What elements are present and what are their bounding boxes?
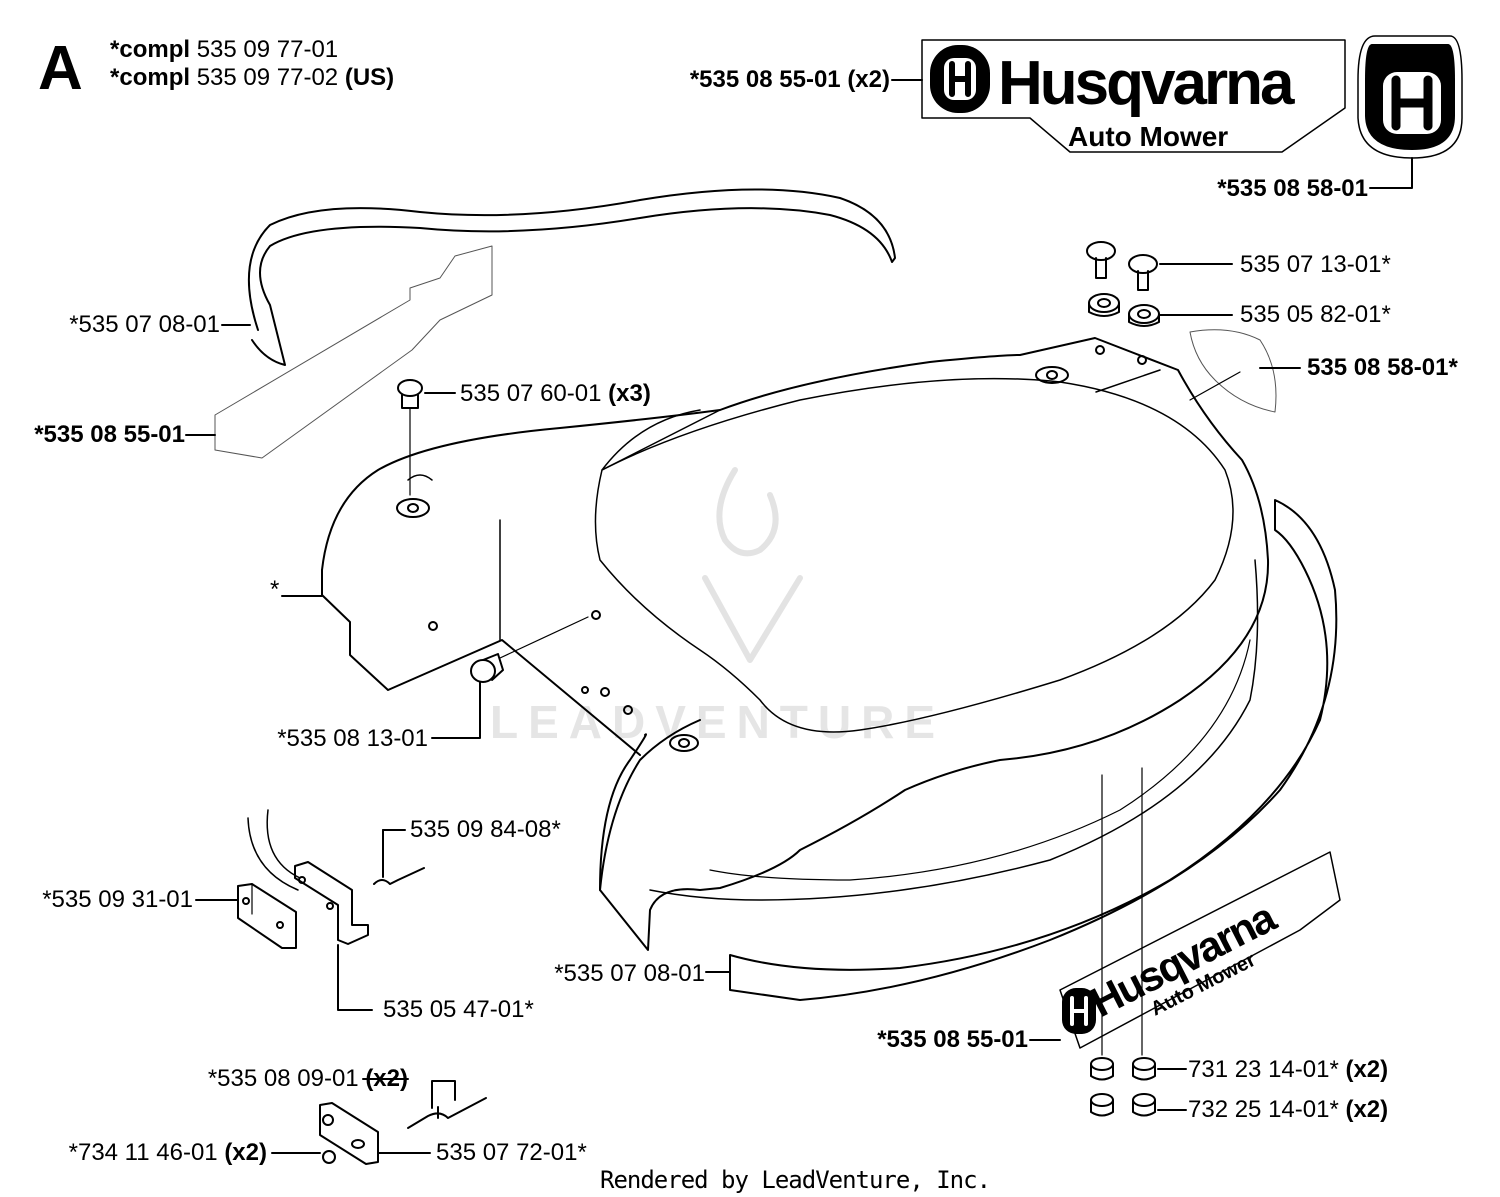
part-label-nut-1[interactable]: 731 23 14-01* (x2) — [1188, 1056, 1389, 1083]
decal-left-shape — [214, 245, 493, 459]
part-label-decal-left[interactable]: *535 08 55-01 — [34, 421, 185, 448]
part-label-knob[interactable]: 535 07 13-01* — [1240, 251, 1391, 278]
plug-shape — [431, 616, 589, 739]
compl-line: *compl 535 09 77-01 — [110, 36, 339, 63]
part-label-rivet[interactable]: 535 07 72-01* — [436, 1139, 587, 1166]
part-label-screw[interactable]: 535 07 60-01 (x3) — [460, 380, 651, 407]
part-label-pin[interactable]: 535 09 84-08* — [410, 816, 561, 843]
part-label-bracket[interactable]: *535 09 31-01 — [42, 886, 193, 913]
watermark-text: LEADVENTURE — [490, 696, 946, 748]
decal-top-brand: Husqvarna — [998, 49, 1295, 118]
nuts-shapes — [1090, 767, 1187, 1117]
part-label-nut-2[interactable]: 732 25 14-01* (x2) — [1188, 1096, 1389, 1123]
emblem-right-shape — [1189, 329, 1277, 413]
part-label-bolt[interactable]: *535 08 09-01 (x2) — [207, 1065, 408, 1092]
decal-front-shape: Husqvarna Auto Mower — [1029, 851, 1341, 1049]
compl-list: *compl 535 09 77-01 *compl 535 09 77-02 … — [110, 36, 394, 92]
footer-credit: Rendered by LeadVenture, Inc. — [600, 1166, 991, 1194]
part-label-emblem-top[interactable]: *535 08 58-01 — [1217, 175, 1368, 202]
watermark-logo — [702, 467, 803, 663]
part-label-body[interactable]: * — [270, 576, 280, 603]
part-label-decal-top[interactable]: *535 08 55-01 (x2) — [689, 66, 890, 93]
decal-top-plate: Husqvarna Auto Mower — [921, 39, 1346, 153]
part-label-washer[interactable]: 535 05 82-01* — [1240, 301, 1391, 328]
strip-left-shape — [221, 188, 896, 366]
part-label-decal-front[interactable]: *535 08 55-01 — [877, 1026, 1028, 1053]
decal-top-subtitle: Auto Mower — [1068, 121, 1228, 152]
emblem-top-shape — [1357, 35, 1463, 159]
main-cover-body — [281, 337, 1270, 951]
bracket-group-shapes — [195, 809, 425, 1011]
section-letter: A — [38, 34, 83, 103]
part-label-washer-small[interactable]: *734 11 46-01 (x2) — [68, 1139, 267, 1166]
screw-shape — [397, 379, 456, 496]
part-label-plug[interactable]: *535 08 13-01 — [277, 725, 428, 752]
bolt-group-shapes — [271, 1078, 487, 1165]
part-label-strip-front[interactable]: *535 07 08-01 — [554, 960, 705, 987]
knob-washer-shapes — [1086, 241, 1233, 327]
compl-line: *compl 535 09 77-02 (US) — [110, 64, 395, 91]
part-label-emblem-right[interactable]: 535 08 58-01* — [1307, 354, 1458, 381]
strip-front-shape — [705, 499, 1338, 1001]
part-label-strip-left[interactable]: *535 07 08-01 — [69, 311, 220, 338]
part-label-plate[interactable]: 535 05 47-01* — [383, 996, 534, 1023]
